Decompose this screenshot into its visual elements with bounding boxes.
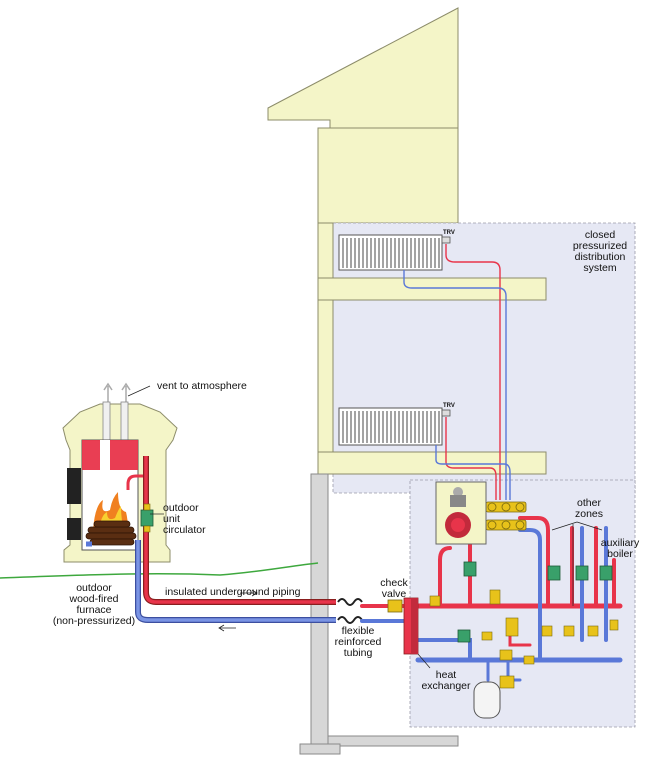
- underground-piping: [135, 456, 336, 632]
- furnace-label: outdoor wood-fired furnace (non-pressuri…: [44, 583, 144, 627]
- auxiliary-boiler-label-1: auxiliary: [600, 537, 640, 549]
- other-zones-label-2: zones: [574, 508, 604, 520]
- basement-piping: [360, 516, 623, 682]
- check-valve-label-2: valve: [381, 588, 407, 600]
- circulator-label-2: unit: [163, 513, 180, 525]
- circulator-label-3: circulator: [163, 524, 206, 536]
- leader-lines: [127, 385, 603, 669]
- circulator-label: outdoor unit circulator: [163, 503, 206, 536]
- house-structure: [267, 7, 636, 755]
- furnace-door-upper: [67, 468, 81, 504]
- trv-valve-upper: [441, 236, 451, 244]
- flex-tubing-label-2: reinforced: [334, 636, 382, 648]
- middle-floor: [317, 451, 547, 475]
- heat-exchanger-label-1: heat: [435, 669, 457, 681]
- trv-valve-lower: [441, 409, 451, 417]
- flexible-tubing: [337, 598, 363, 624]
- footing: [299, 743, 341, 755]
- other-zones-label-1: other: [577, 497, 601, 509]
- roof: [267, 7, 459, 129]
- furnace-label-2: wood-fired: [69, 593, 119, 605]
- flex-tubing-label: flexible reinforced tubing: [328, 626, 388, 659]
- heat-exchanger: [403, 597, 419, 655]
- vent-pipe: [102, 401, 111, 443]
- closed-system-label-3: distribution: [574, 251, 626, 263]
- basement-floor: [327, 735, 459, 747]
- ground-line: [0, 562, 319, 579]
- underground-label: insulated underground piping: [165, 586, 301, 598]
- check-valve-label: check valve: [372, 578, 416, 600]
- vent-arrows: [103, 382, 131, 402]
- foundation-wall: [310, 473, 329, 747]
- vent-label: vent to atmosphere: [157, 380, 247, 392]
- closed-system-label-1: closed: [584, 229, 616, 241]
- furnace-label-1: outdoor: [76, 582, 112, 594]
- check-valve-label-1: check: [380, 577, 408, 589]
- zone-circulators: [457, 561, 613, 643]
- closed-system-label-4: system: [583, 262, 617, 274]
- logs: [85, 520, 137, 546]
- heat-exchanger-label: heat exchanger: [416, 670, 476, 692]
- furnace-door-lower: [67, 518, 81, 540]
- boiler-unit: [435, 481, 487, 545]
- distribution-manifold: [485, 501, 527, 531]
- heat-exchanger-label-2: exchanger: [421, 680, 471, 692]
- brass-fittings: [429, 589, 619, 689]
- auxiliary-boiler-label-2: boiler: [607, 548, 633, 560]
- furnace-label-4: (non-pressurized): [52, 615, 136, 627]
- upper-wall: [317, 127, 459, 224]
- flex-tubing-label-3: tubing: [343, 647, 373, 659]
- expansion-tank: [473, 681, 501, 719]
- other-zones-label: other zones: [566, 498, 612, 520]
- upper-radiator: [338, 234, 451, 271]
- circulator-label-1: outdoor: [163, 502, 199, 514]
- lower-radiator: [338, 407, 451, 446]
- auxiliary-boiler-label: auxiliary boiler: [596, 538, 644, 560]
- flex-tubing-label-1: flexible: [341, 625, 375, 637]
- upper-floor: [317, 277, 547, 301]
- closed-system-label-2: pressurized: [572, 240, 628, 252]
- trv-lower-label: TRV: [443, 403, 455, 409]
- furnace-label-3: furnace: [76, 604, 112, 616]
- check-valve: [387, 599, 403, 613]
- outdoor-furnace: [62, 382, 178, 563]
- exterior-wall: [317, 222, 334, 474]
- trv-upper-label: TRV: [443, 230, 455, 236]
- radiator-piping: [403, 244, 511, 500]
- closed-system-label: closed pressurized distribution system: [566, 230, 634, 274]
